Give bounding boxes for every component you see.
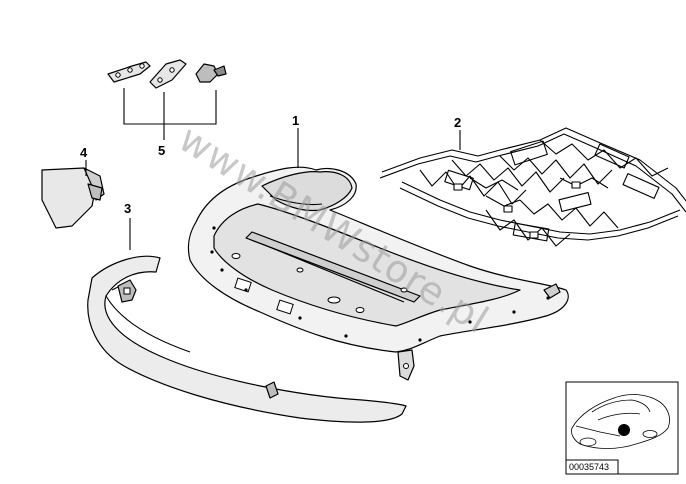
- vehicle-thumbnail: 00035743: [565, 381, 679, 475]
- bracket-right: [149, 59, 187, 89]
- location-marker-icon: [618, 424, 630, 436]
- callout-1: 1: [292, 113, 299, 128]
- bracket-left: [107, 61, 151, 83]
- trim-clip-left: [117, 279, 137, 303]
- callout-4: 4: [80, 145, 88, 160]
- part-number-label: 00035743: [569, 462, 609, 472]
- part-3-trim: [87, 218, 407, 423]
- part-2-spring-mat: [379, 127, 686, 247]
- callout-5: 5: [158, 143, 165, 158]
- part-1-seat-pan: [187, 128, 569, 381]
- callout-3: 3: [124, 201, 131, 216]
- part-5-group: [107, 59, 227, 140]
- screw: [195, 63, 227, 83]
- trim-clip-bottom: [265, 381, 279, 399]
- part-4-cap: [41, 160, 105, 229]
- callout-2: 2: [454, 115, 461, 130]
- car-outline-icon: [571, 394, 670, 449]
